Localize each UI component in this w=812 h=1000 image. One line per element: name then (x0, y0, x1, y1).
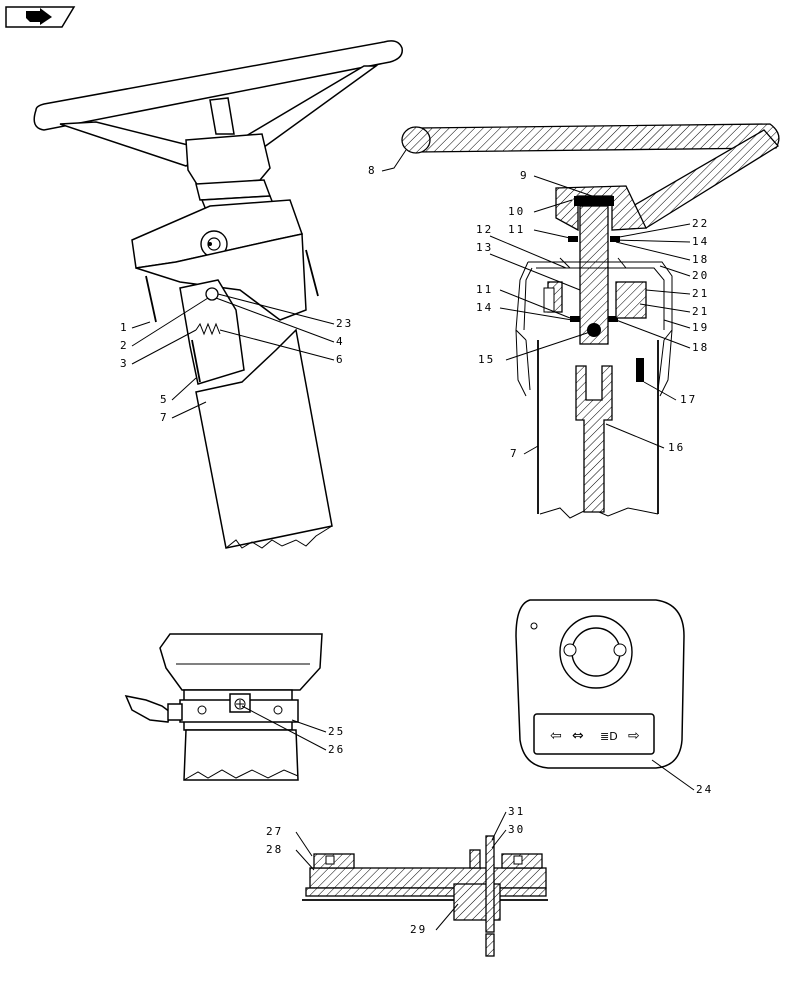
right-turn-icon[interactable]: ⇨ (628, 728, 640, 744)
spring (195, 322, 221, 336)
callout-14-lower: 14 (476, 301, 493, 314)
steering-wheel-section-8 (417, 123, 780, 153)
horizontal-bar (309, 867, 547, 889)
tilt-lever-view (124, 633, 323, 781)
callout-10: 10 (508, 205, 525, 218)
callouts-view3: 25 26 (241, 705, 345, 756)
headlight-icon[interactable]: ≣D (600, 730, 618, 743)
callout-11-upper: 11 (508, 223, 525, 236)
callout-30: 30 (508, 823, 525, 836)
callout-4: 4 (336, 335, 345, 348)
callout-6: 6 (336, 353, 345, 366)
callout-3: 3 (120, 357, 129, 370)
callout-14-upper: 14 (692, 235, 709, 248)
lower-shaft-section-view (302, 835, 548, 957)
callout-7: 7 (160, 411, 169, 424)
steering-shaft (579, 205, 609, 345)
lever-housing (159, 633, 323, 691)
callout-1: 1 (120, 321, 129, 334)
callout-18-lower: 18 (692, 341, 709, 354)
hazard-icon[interactable]: ⇔ (572, 728, 584, 744)
callout-23: 23 (336, 317, 353, 330)
callouts-view1: 1 2 3 5 7 23 4 6 (120, 293, 353, 424)
column-cross-section-view (401, 123, 780, 519)
callout-26: 26 (328, 743, 345, 756)
callout-21-lower: 21 (692, 305, 709, 318)
callouts-view4: 24 (651, 759, 713, 796)
lower-shaft-16 (575, 365, 613, 513)
steering-wheel-rim (33, 40, 403, 131)
callout-19: 19 (692, 321, 709, 334)
callout-22: 22 (692, 217, 709, 230)
callout-28: 28 (266, 843, 283, 856)
callout-5: 5 (160, 393, 169, 406)
turn-signal-switch-panel: ⇦ ⇔ ≣D ⇨ (515, 599, 685, 769)
next-page-arrow-icon[interactable] (5, 6, 76, 28)
callout-29: 29 (410, 923, 427, 936)
callout-17: 17 (680, 393, 697, 406)
callout-9: 9 (520, 169, 529, 182)
callout-27: 27 (266, 825, 283, 838)
callout-2: 2 (120, 339, 129, 352)
steering-wheel-view (33, 40, 403, 549)
steering-wheel-spoke-top (209, 97, 235, 135)
callout-16: 16 (668, 441, 685, 454)
callouts-view2: 8 9 10 11 12 13 11 14 15 22 14 18 20 21 … (368, 149, 709, 460)
callout-24: 24 (696, 783, 713, 796)
callout-11-lower: 11 (476, 283, 493, 296)
callout-21-upper: 21 (692, 287, 709, 300)
callouts-view5: 27 28 29 31 30 (266, 805, 525, 936)
callout-13: 13 (476, 241, 493, 254)
tilt-lever-handle[interactable] (124, 694, 171, 723)
left-turn-icon[interactable]: ⇦ (550, 728, 562, 744)
callout-18-upper: 18 (692, 253, 709, 266)
callout-20: 20 (692, 269, 709, 282)
callout-12: 12 (476, 223, 493, 236)
callout-31: 31 (508, 805, 525, 818)
callout-15: 15 (478, 353, 495, 366)
callout-7-section: 7 (510, 447, 519, 460)
steering-wheel-hub (185, 133, 271, 187)
callout-8: 8 (368, 164, 377, 177)
callout-25: 25 (328, 725, 345, 738)
